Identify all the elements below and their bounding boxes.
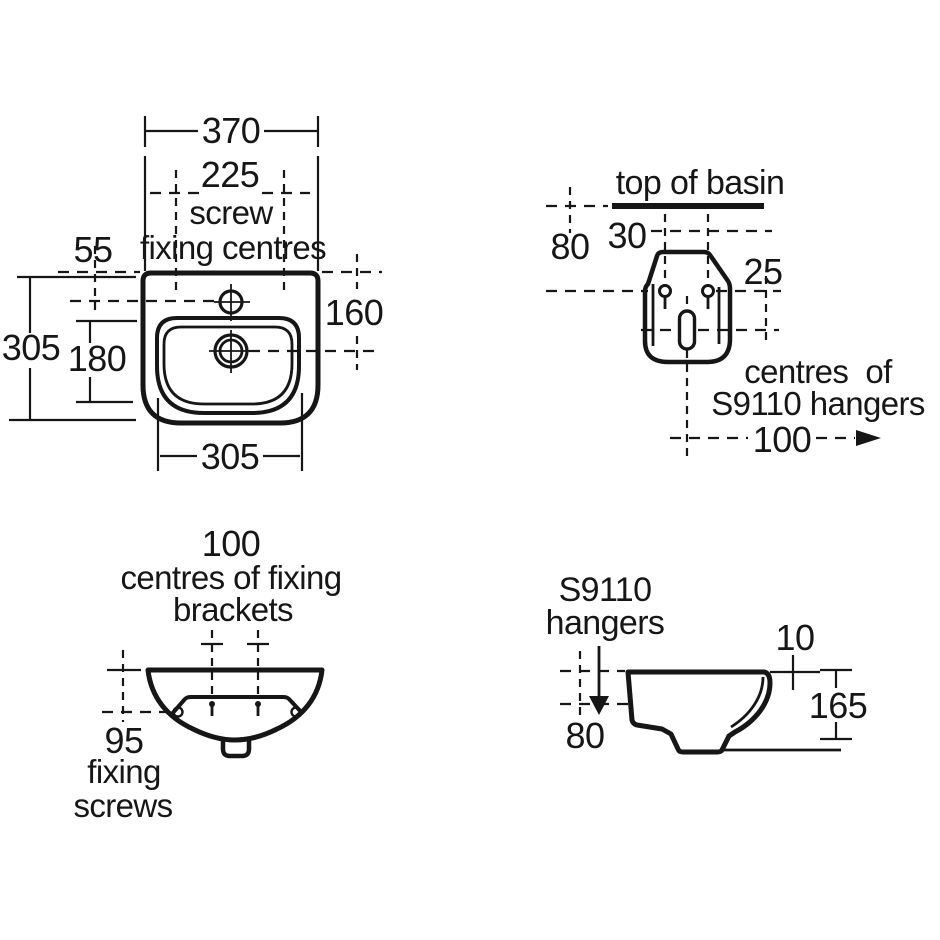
bowl-inner-line: [162, 325, 294, 406]
drain-offset-label: 160: [325, 292, 384, 333]
basin-side-outline: [625, 669, 773, 755]
front-caption-line1: centres of fixing: [121, 559, 342, 596]
bracket-slot: [677, 309, 697, 351]
hanger-bracket-outline: [642, 249, 733, 365]
hole-offset-label: 30: [607, 215, 646, 256]
bowl-inner-curve: [730, 676, 765, 729]
fixing-screws-line1: fixing: [87, 753, 160, 790]
arrow-right-icon: [856, 430, 881, 446]
waste-outlet: [220, 738, 252, 759]
front-caption-line2: brackets: [173, 591, 293, 628]
screw-hole: [290, 706, 302, 718]
hanger-detail-view: top of basin 80 30 25 centres of S9110 h…: [546, 164, 925, 460]
plan-view: 370 225 screw 55 fixing centres 160: [2, 110, 384, 477]
fixing-recess-outline: [169, 695, 305, 717]
hanger-caption-line1: centres of: [744, 353, 893, 390]
hanger-drop-label: 80: [565, 715, 604, 756]
bottom-width-label: 305: [201, 436, 260, 477]
slot-offset-label: 25: [743, 251, 782, 292]
screw-offset-label: 95: [104, 720, 143, 761]
hanger-caption-line2: S9110 hangers: [711, 385, 925, 422]
arrow-down-icon: [589, 696, 609, 715]
screw-centres-label: 225: [201, 154, 260, 195]
hanger-spacing-label: 100: [753, 419, 812, 460]
bowl-dim-label: 180: [68, 338, 127, 379]
screw-word-label: screw: [189, 194, 273, 231]
bowl-outline: [155, 316, 301, 415]
edge-offset-label: 55: [73, 229, 112, 270]
top-of-basin-label: top of basin: [616, 164, 785, 202]
basin-front-outline: [145, 667, 325, 743]
bracket-hole: [658, 284, 672, 298]
fixing-screws-line2: screws: [73, 787, 172, 824]
overall-depth-label: 305: [2, 327, 61, 368]
height-label: 165: [809, 685, 868, 726]
side-hanger-label-line1: S9110: [559, 571, 652, 609]
side-profile-view: S9110 hangers 80 10 165: [546, 571, 868, 756]
below-top-label: 80: [550, 226, 589, 267]
front-elevation-view: 100 centres of fixing brackets 95 fixing…: [73, 523, 342, 824]
bracket-hole: [701, 284, 715, 298]
top-offset-label: 10: [775, 617, 814, 658]
bracket-spacing-label: 100: [202, 523, 261, 564]
side-hanger-label-line2: hangers: [546, 604, 665, 642]
fixing-centres-label: fixing centres: [140, 229, 326, 266]
screw-hole: [172, 706, 184, 718]
overall-width-label: 370: [202, 110, 261, 151]
